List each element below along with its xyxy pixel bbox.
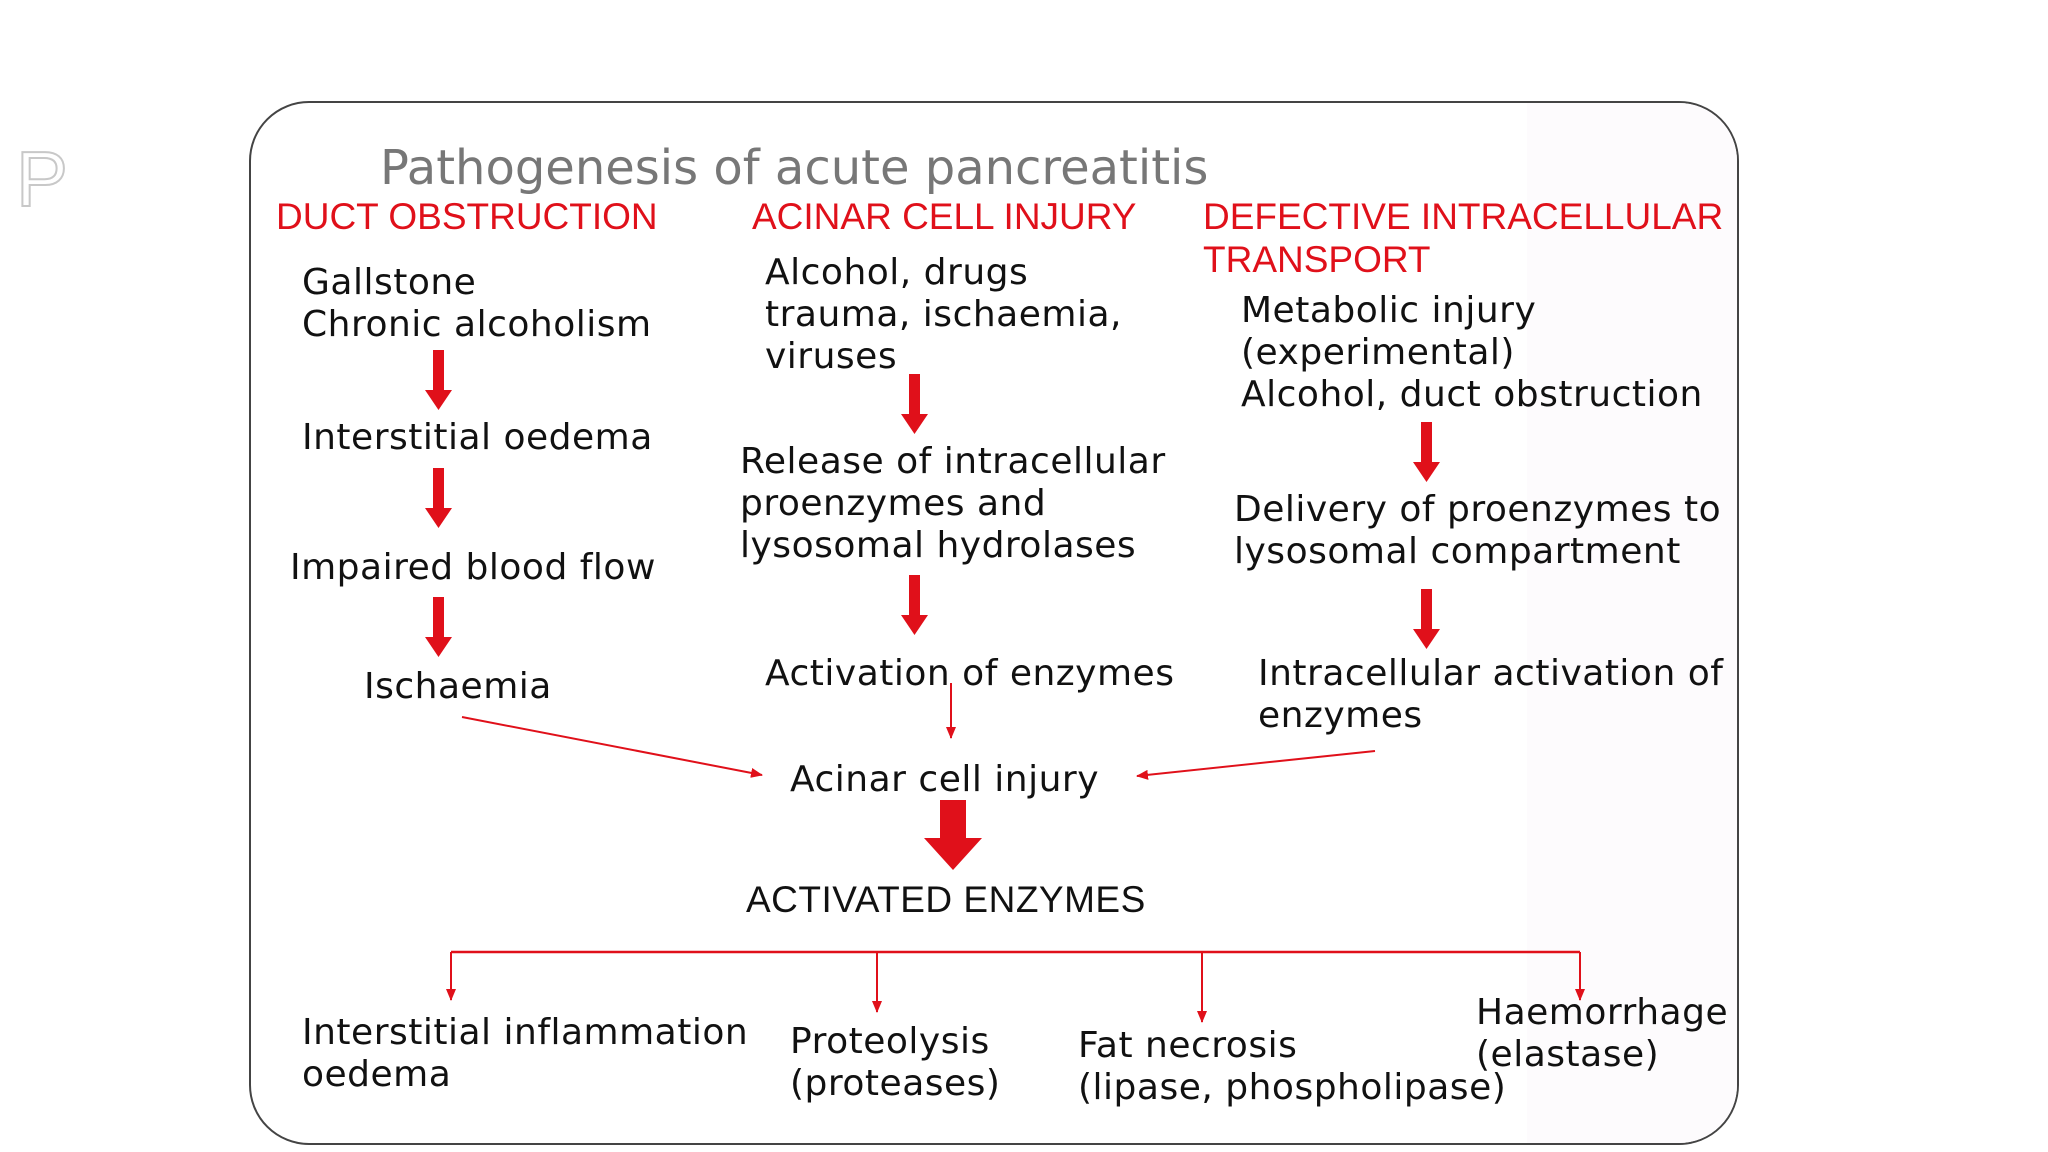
activated-enzymes: ACTIVATED ENZYMES <box>746 879 1146 920</box>
acinar-step-line: lysosomal hydrolases <box>740 525 1137 566</box>
transport-cause: (experimental) <box>1241 332 1515 373</box>
diagram-card <box>249 101 1739 1145</box>
acinar-step-line: proenzymes and <box>740 483 1047 524</box>
duct-cause: Gallstone <box>302 262 477 303</box>
outcome-line: (proteases) <box>790 1063 1001 1104</box>
outcome-haemorrhage: Haemorrhage (elastase) <box>1476 992 1728 1076</box>
transport-step-line: enzymes <box>1258 695 1423 736</box>
convergence-acinar-cell-injury: Acinar cell injury <box>790 759 1100 800</box>
transport-causes: Metabolic injury (experimental) Alcohol,… <box>1241 290 1703 416</box>
side-letter: P <box>15 135 69 223</box>
duct-cause: Chronic alcoholism <box>302 304 652 345</box>
outcome-line: (lipase, phospholipase) <box>1078 1067 1507 1108</box>
duct-step-ischaemia: Ischaemia <box>364 666 552 707</box>
transport-step-activation: Intracellular activation of enzymes <box>1258 653 1723 737</box>
diagram-title: Pathogenesis of acute pancreatitis <box>380 140 1209 196</box>
duct-causes: Gallstone Chronic alcoholism <box>302 262 652 346</box>
outcome-line: Fat necrosis <box>1078 1025 1298 1066</box>
header-duct-obstruction: DUCT OBSTRUCTION <box>276 196 658 237</box>
outcome-line: oedema <box>302 1054 452 1095</box>
outcome-inflammation: Interstitial inflammation oedema <box>302 1012 748 1096</box>
outcome-line: (elastase) <box>1476 1034 1660 1075</box>
acinar-cause: viruses <box>765 336 898 377</box>
card-shade <box>1527 103 1737 1143</box>
acinar-step-line: Release of intracellular <box>740 441 1166 482</box>
transport-step-line: Delivery of proenzymes to <box>1234 489 1722 530</box>
transport-step-line: lysosomal compartment <box>1234 531 1681 572</box>
header-defective-transport-line-2: TRANSPORT <box>1203 239 1431 280</box>
duct-step-blood-flow: Impaired blood flow <box>290 547 656 588</box>
transport-step-delivery: Delivery of proenzymes to lysosomal comp… <box>1234 489 1721 573</box>
transport-cause: Alcohol, duct obstruction <box>1241 374 1703 415</box>
outcome-line: Proteolysis <box>790 1021 990 1062</box>
header-defective-transport: DEFECTIVE INTRACELLULAR TRANSPORT <box>1203 195 1723 281</box>
acinar-causes: Alcohol, drugs trauma, ischaemia, viruse… <box>765 252 1122 378</box>
acinar-step-activation: Activation of enzymes <box>765 653 1175 694</box>
duct-step-oedema: Interstitial oedema <box>302 417 653 458</box>
acinar-step-release: Release of intracellular proenzymes and … <box>740 441 1166 567</box>
header-defective-transport-line-1: DEFECTIVE INTRACELLULAR <box>1203 196 1724 237</box>
header-acinar-cell-injury: ACINAR CELL INJURY <box>752 196 1137 237</box>
acinar-cause: Alcohol, drugs <box>765 252 1029 293</box>
transport-step-line: Intracellular activation of <box>1258 653 1724 694</box>
outcome-line: Interstitial inflammation <box>302 1012 749 1053</box>
outcome-proteolysis: Proteolysis (proteases) <box>790 1021 1000 1105</box>
transport-cause: Metabolic injury <box>1241 290 1537 331</box>
outcome-line: Haemorrhage <box>1476 992 1729 1033</box>
outcome-fat-necrosis: Fat necrosis (lipase, phospholipase) <box>1078 1025 1506 1109</box>
acinar-cause: trauma, ischaemia, <box>765 294 1122 335</box>
